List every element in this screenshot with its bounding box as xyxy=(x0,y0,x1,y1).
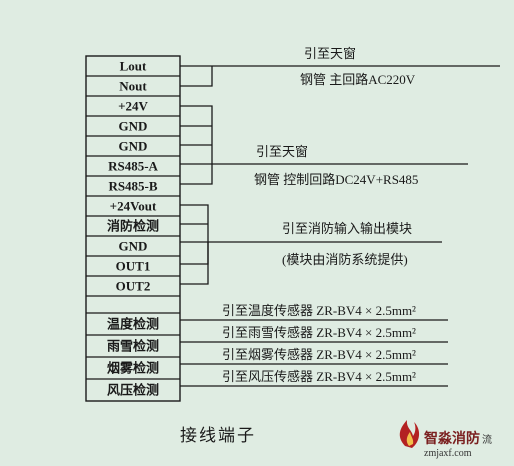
terminal-label: 温度检测 xyxy=(107,317,159,332)
annotation-sensor-rain: 引至雨雪传感器 ZR-BV4 × 2.5mm² xyxy=(222,325,416,340)
annotation-fire-bottom: (模块由消防系统提供) xyxy=(282,252,408,267)
wire-rs485-b xyxy=(180,164,213,185)
wire-out1 xyxy=(180,242,209,265)
annotation-fire-top: 引至消防输入输出模块 xyxy=(282,221,412,236)
watermark: 智淼消防 zmjaxf.com 流 xyxy=(399,420,492,459)
terminal-label: 雨雪检测 xyxy=(107,339,159,354)
annotation-main-power-bottom: 钢管 主回路AC220V xyxy=(300,72,416,87)
watermark-url: zmjaxf.com xyxy=(424,448,472,459)
terminal-label: RS485-A xyxy=(108,159,158,174)
terminal-label: RS485-B xyxy=(108,179,157,194)
flame-logo-icon xyxy=(399,420,420,448)
watermark-extra: 流 xyxy=(482,433,492,446)
diagram-caption: 接线端子 xyxy=(180,426,256,445)
watermark-title: 智淼消防 xyxy=(423,430,480,447)
terminal-label: Lout xyxy=(120,59,147,74)
terminal-label: GND xyxy=(119,139,148,154)
wire-nout xyxy=(180,66,213,87)
wiring-lines xyxy=(180,65,500,387)
terminal-label: +24V xyxy=(118,99,148,114)
terminal-label: GND xyxy=(119,119,148,134)
wire-out2 xyxy=(180,242,209,285)
terminal-label: +24Vout xyxy=(110,199,157,214)
annotation-sensor-smoke: 引至烟雾传感器 ZR-BV4 × 2.5mm² xyxy=(222,347,416,362)
terminal-label: Nout xyxy=(119,79,147,94)
terminal-label: GND xyxy=(119,239,148,254)
terminal-block-outline xyxy=(85,55,181,402)
annotation-sensor-wind: 引至风压传感器 ZR-BV4 × 2.5mm² xyxy=(222,369,416,384)
terminal-label: 烟雾检测 xyxy=(107,361,159,376)
annotation-main-power-top: 引至天窗 xyxy=(304,46,356,61)
terminal-label: OUT2 xyxy=(116,279,151,294)
annotation-control-top: 引至天窗 xyxy=(256,144,308,159)
annotation-sensor-temp: 引至温度传感器 ZR-BV4 × 2.5mm² xyxy=(222,303,416,318)
annotations: 引至天窗 钢管 主回路AC220V 引至天窗 钢管 控制回路DC24V+RS48… xyxy=(222,46,418,384)
terminal-label: 消防检测 xyxy=(107,219,159,234)
terminal-label: OUT1 xyxy=(116,259,151,274)
terminal-label: 风压检测 xyxy=(107,383,159,398)
annotation-control-bottom: 钢管 控制回路DC24V+RS485 xyxy=(254,172,418,187)
wire-24v xyxy=(180,105,213,164)
wire-24vout xyxy=(180,204,209,242)
